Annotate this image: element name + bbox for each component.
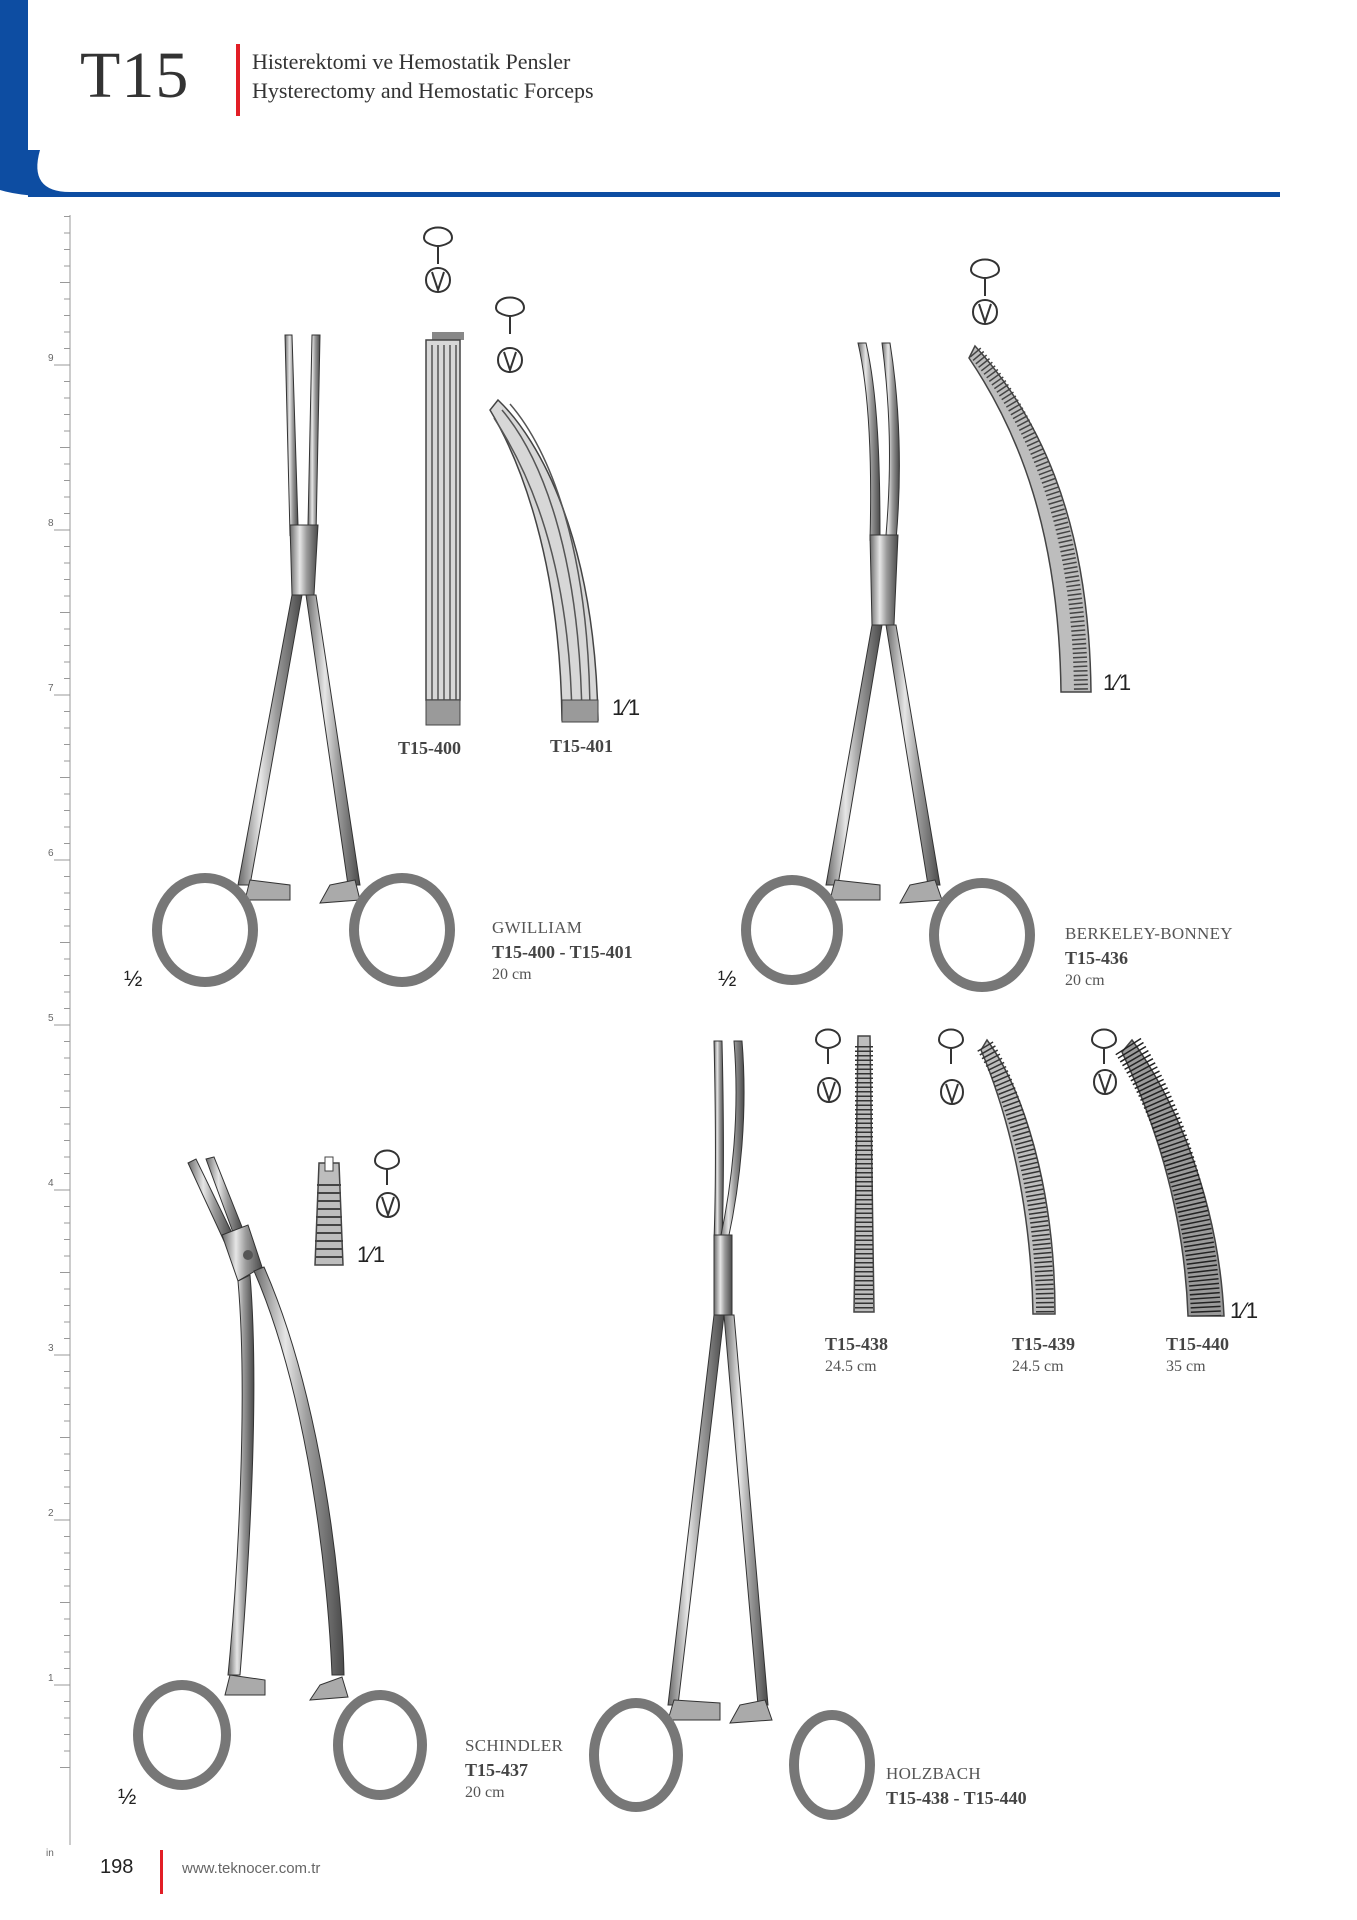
tip-code-t15-438: T15-438 [825,1334,888,1354]
berkeley-scale: ½ [718,966,737,991]
title-english: Hysterectomy and Hemostatic Forceps [252,78,594,103]
gwilliam-codes: T15-400 - T15-401 [492,942,633,962]
ruler-mark-3: 3 [48,1343,54,1354]
header-card [28,0,1357,192]
tip-code-t15-400: T15-400 [398,738,461,758]
holzbach-tip-scale: 1⁄1 [1230,1298,1259,1323]
schindler-scale: ½ [118,1784,137,1809]
page-number: 198 [100,1856,134,1878]
title-turkish: Histerektomi ve Hemostatik Pensler [252,49,571,74]
title-accent-bar [236,44,240,116]
ruler-mark-7: 7 [48,683,54,694]
schindler-codes: T15-437 [465,1760,528,1780]
ruler-unit-label: in [46,1848,54,1859]
schindler-tip-scale: 1⁄1 [357,1242,386,1267]
gwilliam-name: GWILLIAM [492,918,583,937]
tip-icon-t15-440 [1090,1028,1225,1317]
holzbach-codes: T15-438 - T15-440 [886,1788,1027,1808]
gwilliam-forceps-image [152,334,455,987]
tip-size-t15-438: 24.5 cm [825,1358,877,1375]
ruler-mark-9: 9 [48,353,54,364]
ruler-mark-2: 2 [48,1508,54,1519]
berkeley-size: 20 cm [1065,972,1105,989]
tip-icon-t15-437 [314,1149,401,1266]
header-rule-curve [0,150,70,197]
holzbach-forceps-image [589,1040,875,1820]
ruler-mark-8: 8 [48,518,54,529]
ruler-mark-1: 1 [48,1673,54,1684]
ruler-mark-5: 5 [48,1013,54,1024]
footer-url[interactable]: www.teknocer.com.tr [182,1860,321,1877]
schindler-name: SCHINDLER [465,1736,564,1755]
holzbach-name: HOLZBACH [886,1764,981,1783]
tip-code-t15-439: T15-439 [1012,1334,1075,1354]
section-code: T15 [80,39,190,112]
tip-size-t15-440: 35 cm [1166,1358,1206,1375]
ruler-mark-4: 4 [48,1178,54,1189]
tip-code-t15-401: T15-401 [550,736,613,756]
schindler-size: 20 cm [465,1784,505,1801]
gwilliam-tip-scale: 1⁄1 [612,695,641,720]
schindler-forceps-image [133,1156,427,1800]
tip-icon-t15-436 [968,258,1092,693]
tip-code-t15-440: T15-440 [1166,1334,1229,1354]
berkeley-bonney-forceps-image [741,342,1035,992]
berkeley-codes: T15-436 [1065,948,1128,968]
footer-accent-bar [160,1850,163,1894]
berkeley-name: BERKELEY-BONNEY [1065,924,1233,943]
header-rule [28,192,1280,197]
berkeley-tip-scale: 1⁄1 [1103,670,1132,695]
inch-ruler: 9 8 7 6 5 4 3 2 1 [48,215,71,1845]
tip-icon-t15-401 [489,296,599,723]
gwilliam-size: 20 cm [492,966,532,983]
tip-icon-t15-400 [422,226,464,726]
ruler-mark-6: 6 [48,848,54,859]
gwilliam-scale: ½ [124,966,143,991]
tip-icon-t15-439 [937,1028,1056,1315]
tip-size-t15-439: 24.5 cm [1012,1358,1064,1375]
tip-icon-t15-438 [814,1028,875,1313]
